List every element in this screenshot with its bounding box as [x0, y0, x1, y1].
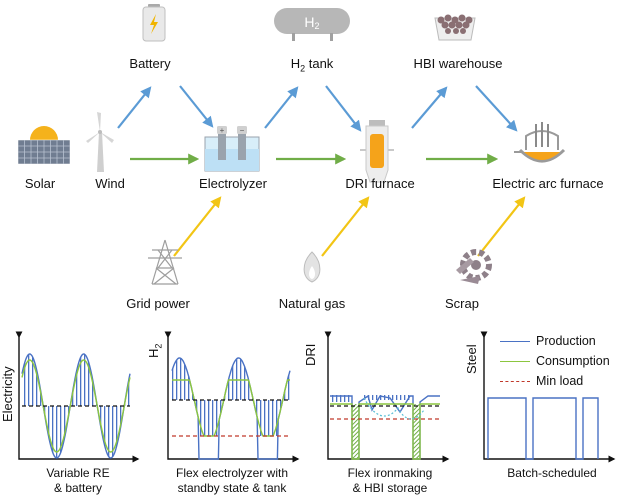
label-battery: Battery — [129, 56, 171, 71]
arrow-gas-to-dri — [321, 196, 370, 257]
arrow-h2tank-to-dri — [325, 85, 362, 132]
arrow-battery-to-electrolyzer — [179, 85, 214, 128]
panel4-y-label: Steel — [464, 344, 479, 374]
legend-min-load: Min load — [500, 371, 610, 391]
panel-h2 — [171, 357, 291, 460]
panel2-y-label: H2 — [146, 343, 164, 358]
arrow-hbi-to-eaf — [475, 85, 518, 132]
label-grid-power: Grid power — [126, 296, 190, 311]
panel3-hatch-a — [352, 404, 359, 459]
flow-arrows — [117, 85, 526, 257]
panel3-y-label: DRI — [303, 343, 318, 366]
legend: Production Consumption Min load — [500, 331, 610, 391]
panel1-y-label: Electricity — [0, 366, 15, 422]
label-h2-tank: H2 tank — [290, 56, 334, 74]
panel4-caption: Batch-scheduled — [507, 466, 597, 480]
panel4-production-curve — [487, 397, 599, 460]
electrolyzer-icon: + − — [204, 126, 260, 172]
panel1-caption: Variable RE& battery — [46, 466, 110, 495]
panel-steel — [487, 397, 599, 460]
tank-badge: H2 — [304, 14, 319, 31]
panel3-hatch-c — [330, 395, 352, 402]
panel-axes — [15, 331, 616, 463]
panel3-caption: Flex ironmaking& HBI storage — [347, 466, 433, 495]
arrow-scrap-to-eaf — [477, 196, 526, 257]
svg-text:+: + — [220, 126, 225, 135]
panel1-consumption-curve — [21, 359, 131, 453]
dri-furnace-icon — [360, 120, 394, 183]
h2-tank-icon: H2 — [274, 8, 350, 41]
panel3-hatch-b — [413, 404, 420, 459]
solar-panel-icon — [17, 126, 71, 165]
panel2-hatch — [172, 358, 290, 436]
svg-text:−: − — [240, 126, 245, 135]
label-solar: Solar — [24, 176, 56, 191]
panel3-storage-loop — [363, 397, 425, 420]
label-hbi-warehouse: HBI warehouse — [413, 56, 503, 71]
arrow-wind-to-battery — [117, 86, 152, 129]
arrow-dri-to-hbi — [411, 86, 448, 129]
label-wind: Wind — [95, 176, 125, 191]
label-dri-furnace: DRI furnace — [345, 176, 415, 191]
flame-icon — [303, 251, 321, 283]
eaf-icon — [514, 122, 566, 163]
scrap-gear-icon — [456, 249, 492, 284]
panel3-consumption-curve — [330, 403, 440, 460]
power-tower-icon — [148, 239, 182, 285]
arrow-electrolyzer-to-h2tank — [264, 86, 299, 129]
hbi-warehouse-icon — [434, 14, 476, 41]
label-eaf: Electric arc furnace — [492, 176, 604, 191]
legend-production: Production — [500, 331, 610, 351]
battery-icon — [142, 4, 166, 42]
panel-dri — [330, 394, 440, 460]
wind-turbine-icon — [86, 112, 114, 172]
arrow-grid-to-electrolyzer — [173, 196, 222, 257]
label-electrolyzer: Electrolyzer — [199, 176, 267, 191]
label-scrap: Scrap — [445, 296, 479, 311]
panel-electricity — [21, 353, 131, 459]
label-natural-gas: Natural gas — [278, 296, 346, 311]
legend-consumption: Consumption — [500, 351, 610, 371]
